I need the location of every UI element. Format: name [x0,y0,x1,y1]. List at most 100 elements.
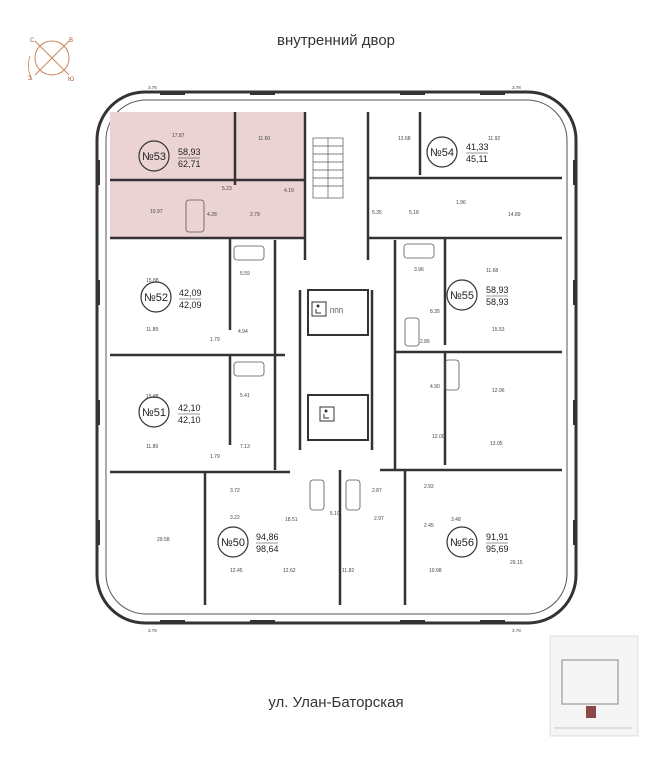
room-area: 8.35 [430,309,440,315]
stairwell [312,137,344,199]
room-area: 3.96 [414,267,424,273]
room-area: 5.59 [240,271,250,277]
dimension-label: 3.78 [512,85,521,90]
room-area-labels: 17.87 11.60 10.97 5.23 4.19 4.28 2.79 12… [146,133,523,574]
room-area: 11.82 [342,568,354,574]
apartment-number: №56 [450,537,474,549]
apartment-51: №51 42,10 42,10 [138,396,201,428]
apartment-53: №53 58,93 62,71 [138,140,201,172]
apartment-total-area: 58,93 [486,297,509,307]
room-area: 13.05 [490,441,503,447]
apartment-total-area: 45,11 [466,154,488,164]
street-label: ул. Улан-Баторская [268,694,404,711]
wheelchair-icon [311,301,327,317]
room-area: 5.10 [330,511,340,517]
apartment-52: №52 42,09 42,09 [140,281,202,313]
room-area: 5.18 [409,210,419,216]
interior-walls [110,112,562,605]
wheelchair-icon [319,406,335,422]
room-area: 15.88 [146,278,159,284]
room-area: 11.60 [258,136,270,142]
elevator-label: ППП [330,309,343,315]
room-area: 2.97 [374,516,384,522]
building-outline [95,90,578,625]
room-area: 12.45 [230,568,243,574]
room-area: 12.68 [398,136,411,142]
apartment-total-area: 95,69 [486,544,509,554]
apartment-living-area: 42,10 [178,403,201,413]
room-area: 18.51 [285,517,298,523]
room-area: 15.88 [146,394,159,400]
apartment-living-area: 41,33 [466,142,489,152]
room-area: 4.19 [284,188,294,194]
apartment-number: №51 [142,407,166,419]
apartment-total-area: 42,09 [179,300,202,310]
room-area: 3.22 [230,515,240,521]
room-area: 12.96 [492,388,505,394]
compass-rose: С В Ю З [28,38,74,83]
room-area: 4.94 [238,329,248,335]
room-area: 11.89 [146,327,158,333]
room-area: 17.87 [172,133,185,139]
apartment-total-area: 42,10 [178,415,201,425]
room-area: 4.28 [207,212,217,218]
room-area: 5.41 [240,393,250,399]
dimension-label: 3.78 [512,628,521,633]
apartment-living-area: 91,91 [486,532,509,542]
room-area: 15.53 [492,327,505,333]
window-marks [96,91,577,624]
apartment-number: №54 [430,147,454,159]
room-area: 3.48 [451,517,461,523]
apartment-living-area: 42,09 [179,288,202,298]
room-area: 14.89 [508,212,521,218]
room-area: 1.96 [456,200,466,206]
apartment-53-highlight [110,112,305,238]
room-area: 12.62 [283,568,296,574]
apartment-number: №55 [450,290,474,302]
apartment-54: №54 41,33 45,11 [426,136,489,168]
room-area: 10.97 [150,209,163,215]
apartment-living-area: 58,93 [178,147,201,157]
building-inner-outline [105,99,568,615]
compass-east: В [69,38,73,44]
elevator-2 [307,394,369,441]
room-area: 12.00 [432,434,445,440]
location-minimap [549,635,639,737]
compass-south: Ю [68,77,74,83]
apartment-number: №52 [144,292,168,304]
room-area: 10.98 [429,568,442,574]
elevator-1: ППП [307,289,369,336]
bathroom-fixtures [185,199,460,511]
room-area: 5.23 [222,186,232,192]
corner-dimensions: 3.78 3.78 3.78 3.78 [148,85,521,633]
apartment-total-area: 98,64 [256,544,279,554]
room-area: 11.92 [488,136,500,142]
room-area: 2.45 [424,523,434,529]
room-area: 2.92 [424,484,434,490]
room-area: 7.13 [240,444,250,450]
compass-north: С [30,38,35,44]
apartment-living-area: 58,93 [486,285,509,295]
room-area: 2.87 [372,488,382,494]
room-area: 1.79 [210,337,220,343]
dimension-label: 3.78 [148,628,157,633]
apartment-number: №50 [221,537,245,549]
courtyard-label: внутренний двор [276,32,396,49]
room-area: 2.86 [420,339,430,345]
apartment-living-area: 94,86 [256,532,279,542]
dimension-label: 3.78 [148,85,157,90]
apartment-56: №56 91,91 95,69 [446,526,509,558]
room-area: 1.79 [210,454,220,460]
room-area: 4.90 [430,384,440,390]
room-area: 3.72 [230,488,240,494]
room-area: 2.79 [250,212,260,218]
apartment-50: №50 94,86 98,64 [217,526,279,558]
room-area: 11.68 [486,268,498,274]
room-area: 5.35 [372,210,382,216]
room-area: 29.15 [510,560,523,566]
apartment-55: №55 58,93 58,93 [446,279,509,311]
compass-west: З [28,76,32,82]
apartment-total-area: 62,71 [178,159,201,169]
minimap-building [561,659,619,705]
